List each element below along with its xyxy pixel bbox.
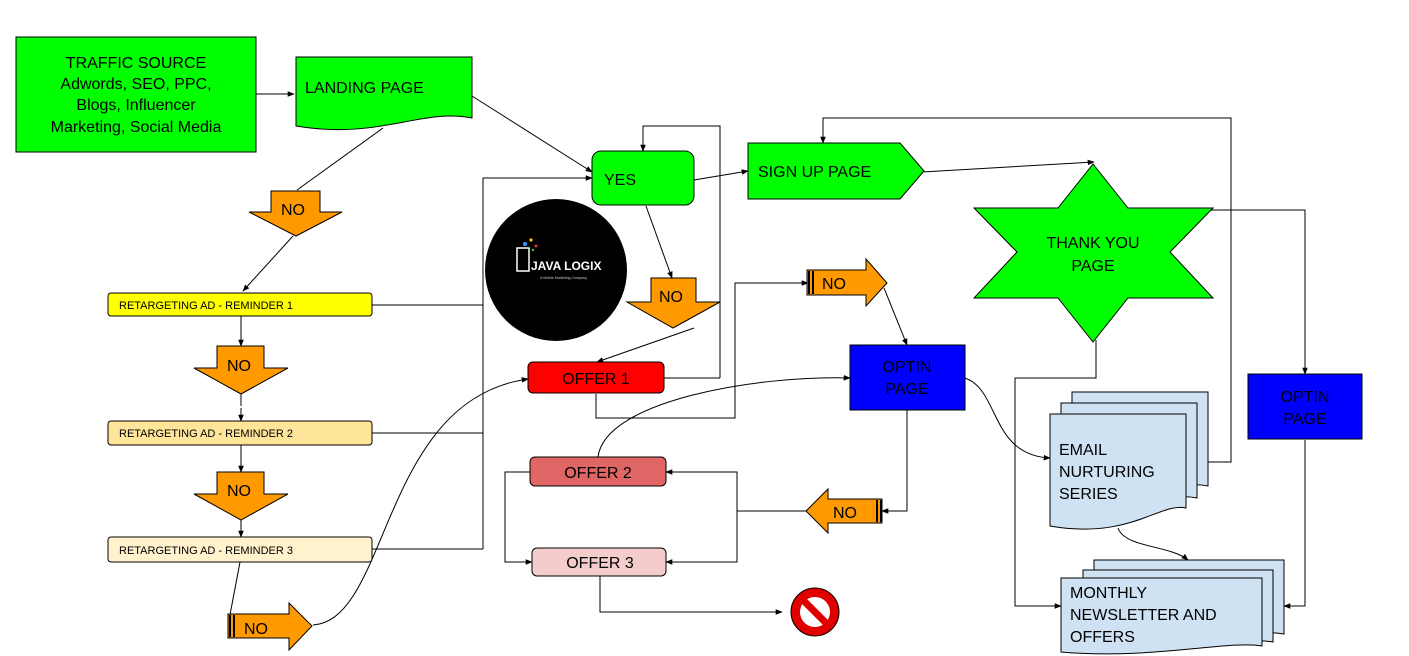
optin-page-1-box: OPTIN PAGE — [849, 344, 966, 411]
no-arrow-down-3: NO — [193, 471, 289, 521]
connectors — [228, 91, 1308, 626]
monthly-newsletter-box: MONTHLY NEWSLETTER AND OFFERS — [1060, 559, 1285, 655]
no-arrow-right-bottom: NO — [227, 601, 313, 652]
retargeting-ad-3: RETARGETING AD - REMINDER 3 — [107, 536, 373, 563]
email-nurturing-line-2: NURTURING — [1059, 464, 1155, 481]
no-arrow-down-2-label: NO — [227, 358, 251, 375]
retargeting-ad-3-label: RETARGETING AD - REMINDER 3 — [119, 545, 293, 557]
landing-page-box: LANDING PAGE — [295, 56, 473, 131]
optin-page-1-line-2: PAGE — [885, 381, 928, 398]
optin-page-2-box: OPTIN PAGE — [1247, 373, 1363, 440]
monthly-newsletter-line-1: MONTHLY — [1070, 585, 1147, 602]
no-arrow-down-3-label: NO — [227, 483, 251, 500]
no-arrow-down-4-label: NO — [659, 289, 683, 306]
no-arrow-down-2: NO — [193, 345, 289, 395]
retargeting-ad-2-label: RETARGETING AD - REMINDER 2 — [119, 428, 293, 440]
no-arrow-down-1: NO — [248, 190, 343, 237]
offer-1-box: OFFER 1 — [527, 361, 665, 394]
optin-page-2-line-2: PAGE — [1283, 411, 1326, 428]
logo-brand: JAVA LOGIX — [531, 259, 601, 273]
traffic-source-line-4: Marketing, Social Media — [51, 119, 222, 136]
java-logix-logo: JAVA LOGIX A Mobile Marketing Company — [485, 199, 627, 341]
retargeting-ad-2: RETARGETING AD - REMINDER 2 — [107, 420, 373, 446]
email-nurturing-line-1: EMAIL — [1059, 442, 1107, 459]
email-nurturing-series-box: EMAIL NURTURING SERIES — [1049, 391, 1209, 530]
no-arrow-right-top-label: NO — [822, 276, 846, 293]
yes-label: YES — [604, 172, 636, 189]
traffic-source-line-2: Adwords, SEO, PPC, — [60, 76, 211, 93]
landing-page-label: LANDING PAGE — [305, 80, 424, 97]
thank-you-page-star: THANK YOU PAGE — [972, 163, 1215, 343]
offer-1-label: OFFER 1 — [562, 371, 630, 388]
no-entry-icon — [790, 587, 840, 637]
monthly-newsletter-line-3: OFFERS — [1070, 629, 1135, 646]
no-arrow-left-label: NO — [833, 505, 857, 522]
offer-3-box: OFFER 3 — [531, 547, 667, 577]
thank-you-line-2: PAGE — [1071, 258, 1114, 275]
offer-2-label: OFFER 2 — [564, 465, 632, 482]
traffic-source-line-1: TRAFFIC SOURCE — [66, 55, 206, 72]
offer-3-label: OFFER 3 — [566, 555, 634, 572]
retargeting-ad-1-label: RETARGETING AD - REMINDER 1 — [119, 300, 293, 312]
no-arrow-down-1-label: NO — [281, 202, 305, 219]
retargeting-ad-1: RETARGETING AD - REMINDER 1 — [107, 292, 373, 317]
optin-page-2-line-1: OPTIN — [1281, 389, 1330, 406]
sign-up-page-label: SIGN UP PAGE — [758, 164, 871, 181]
thank-you-line-1: THANK YOU — [1046, 235, 1139, 252]
email-nurturing-line-3: SERIES — [1059, 486, 1118, 503]
no-arrow-right-top: NO — [806, 257, 888, 308]
traffic-source-line-3: Blogs, Influencer — [76, 97, 196, 114]
traffic-source-box: TRAFFIC SOURCE Adwords, SEO, PPC, Blogs,… — [15, 36, 257, 153]
yes-box: YES — [591, 150, 695, 206]
no-arrow-right-bottom-label: NO — [244, 621, 268, 638]
no-arrow-down-4: NO — [625, 277, 721, 329]
no-arrow-left: NO — [805, 487, 883, 535]
offer-2-box: OFFER 2 — [529, 456, 667, 487]
monthly-newsletter-line-2: NEWSLETTER AND — [1070, 607, 1217, 624]
logo-tagline: A Mobile Marketing Company — [540, 276, 587, 280]
optin-page-1-line-1: OPTIN — [883, 359, 932, 376]
sign-up-page-box: SIGN UP PAGE — [747, 142, 925, 200]
